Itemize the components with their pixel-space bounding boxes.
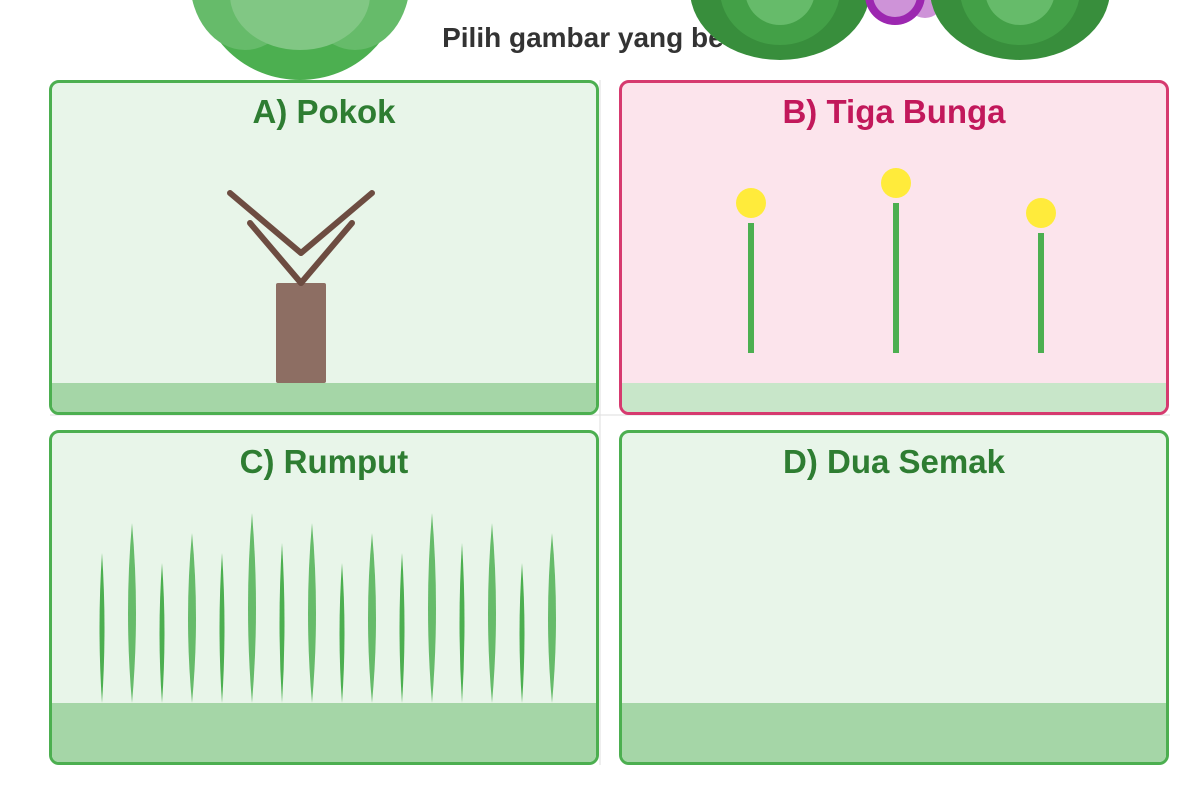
grass-blade <box>99 553 105 703</box>
grass-blade <box>368 533 376 703</box>
grass-blade <box>399 553 405 703</box>
grass-blade <box>128 523 136 703</box>
grass-scene <box>52 513 596 762</box>
grass-blade <box>459 543 465 703</box>
tree-trunk <box>276 283 326 383</box>
grass-blade <box>308 523 316 703</box>
tree-scene <box>52 190 596 412</box>
flower-stem-3 <box>1038 233 1044 353</box>
grass-blade <box>548 533 556 703</box>
tree-branches <box>227 190 375 286</box>
grass-blade <box>339 563 345 703</box>
option-label-a: A) Pokok <box>252 93 396 130</box>
option-label-c: C) Rumput <box>239 443 409 480</box>
question-prompt: Pilih gambar yang betul <box>442 22 758 53</box>
option-card-b[interactable]: B) Tiga Bunga <box>619 80 1169 415</box>
ground-strip <box>52 383 596 412</box>
grass-blade <box>428 513 436 703</box>
ground-strip <box>622 703 1166 762</box>
option-card-c[interactable]: C) Rumput <box>49 430 599 765</box>
grass-blade <box>219 553 225 703</box>
flower-stem-1 <box>748 223 754 353</box>
grass-blade <box>279 543 285 703</box>
grass-blade <box>159 563 165 703</box>
grass-blade <box>488 523 496 703</box>
ground-strip <box>622 383 1166 412</box>
flower-head-2 <box>881 168 911 198</box>
flower-head-3 <box>1026 198 1056 228</box>
option-card-d[interactable]: D) Dua Semak <box>619 430 1169 765</box>
grass-blade <box>188 533 196 703</box>
grass-blade <box>519 563 525 703</box>
flower-head-1 <box>736 188 766 218</box>
grass-blades <box>99 513 556 703</box>
empty-scene <box>622 703 1166 762</box>
option-label-b: B) Tiga Bunga <box>782 93 1006 130</box>
option-card-a[interactable]: A) Pokok <box>49 80 599 415</box>
flowers-scene <box>622 168 1166 412</box>
ground-strip <box>52 703 596 762</box>
grass-blade <box>248 513 256 703</box>
option-label-d: D) Dua Semak <box>783 443 1005 480</box>
flower-stem-2 <box>893 203 899 353</box>
